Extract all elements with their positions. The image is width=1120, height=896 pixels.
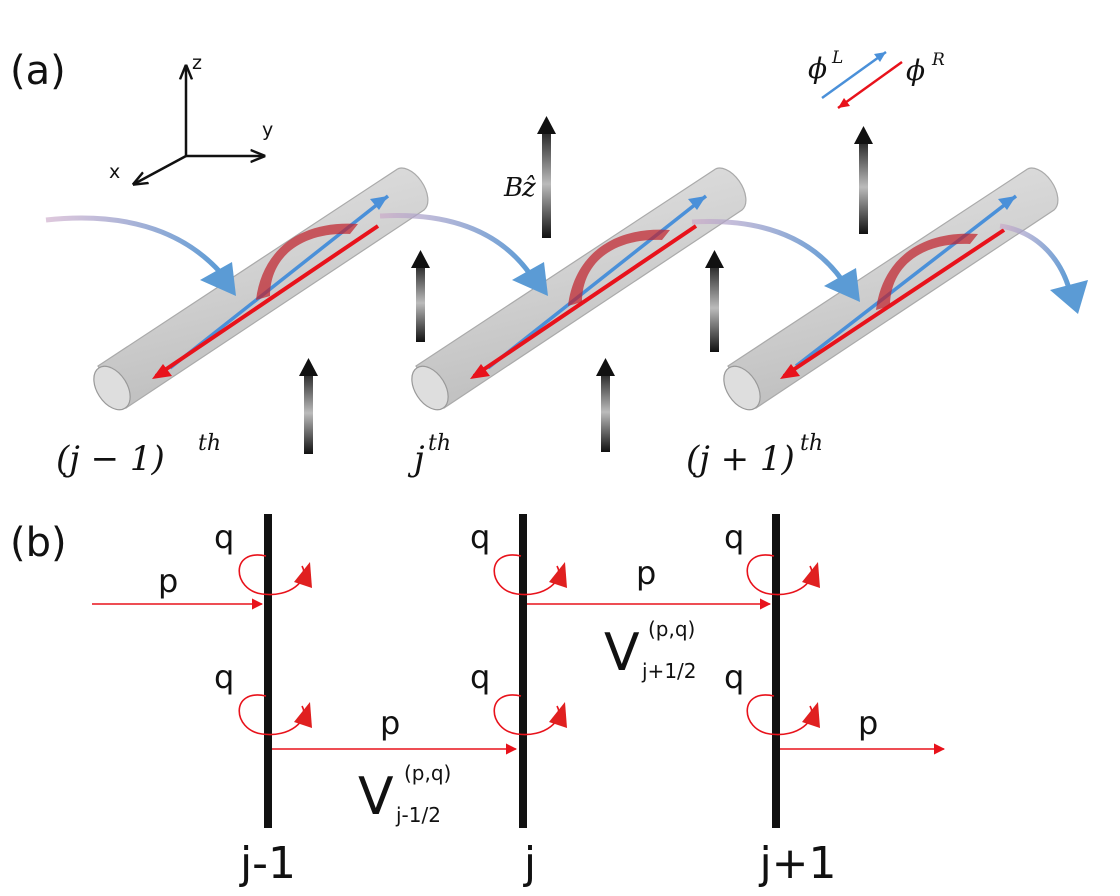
field-arrow-top-left [537,116,556,238]
wire-j [411,167,747,411]
field-arrow-gap-1-lower [299,358,318,454]
p-label: p [858,704,878,742]
hop-arrow-1-to-2-head [512,262,548,296]
right-mover-legend-arrow [837,60,903,110]
p-label: p [380,704,400,742]
field-arrow-gap-2-lower [596,358,615,452]
field-arrow-gap-1-upper [411,250,430,342]
hop-arrow-outgoing [999,223,1073,293]
coupling-V: V [358,767,394,827]
wire-label-j: j [523,838,536,889]
left-mover-head [998,196,1016,210]
left-mover-head [688,196,706,210]
coupling-subscript: j+1/2 [641,659,697,683]
wire-index-labels-b: j-1 j j+1 [239,838,837,889]
right-mover-channel [782,228,1006,378]
p-label: p [636,554,656,592]
left-mover-channel [486,194,708,370]
interwire-hopping-arrows [45,213,1088,314]
left-mover-channel [794,194,1018,368]
phi-left-superscript: L [831,48,843,68]
wire-label-j-minus-1: j-1 [239,838,296,889]
cylinder-end-cap [93,365,131,411]
panel-a-label: (a) [10,48,66,94]
intrawire-scattering-arc [568,229,670,306]
p-arrows [92,598,946,755]
hop-arrow-2-to-3 [691,219,845,282]
intrawire-scattering-arc [876,233,978,310]
chirality-legend: ϕ L ϕ R [808,48,945,110]
wire-label-sup-2: th [428,431,451,456]
wire-label-sup-1: th [198,431,221,456]
z-axis-label: z [192,52,202,74]
q-label: q [470,658,490,696]
wire-label-base-3: (j + 1) [686,439,795,479]
cylinder-end-cap [723,365,761,411]
x-axis [134,154,187,184]
hop-arrow-1-to-2 [379,213,533,276]
field-arrow-top-right [854,126,873,234]
hop-arrow-outgoing-head [1050,280,1088,314]
q-loop-j-1-lower [238,694,312,736]
right-mover-head [780,364,800,379]
left-mover-head [370,196,388,210]
wire-label-j-plus-1: j+1 [758,838,836,889]
field-label-zhat: ẑ [521,173,536,203]
q-loop-j+1-lower [746,694,820,736]
y-axis-label: y [262,119,273,141]
field-arrow-gap-2-upper [705,250,724,352]
q-loop-j-1-upper [238,554,312,596]
right-mover-channel [154,224,380,378]
hop-arrow-2-to-3-head [824,268,860,302]
left-mover-legend-arrow [821,50,887,100]
phi-right-symbol: ϕ [906,54,925,87]
coupling-subscript: j-1/2 [395,803,441,827]
q-loops [238,554,820,736]
wire-label-base-1: (j − 1) [56,439,165,479]
q-label: q [724,658,744,696]
wire-j-plus-1 [723,167,1059,411]
right-mover-head [470,364,490,379]
magnetic-field-arrows [299,116,873,454]
field-label-B: B [503,173,523,203]
wire-label-base-2: j [407,439,425,479]
coupling-label-right: V (p,q) j+1/2 [604,617,697,683]
panel-b-label: (b) [10,520,67,566]
wire-label-sup-3: th [800,431,823,456]
hop-arrow-incoming [45,215,222,274]
wire-j-minus-1 [93,167,429,411]
right-mover-legend-head [838,98,850,108]
x-axis-label: x [109,161,120,183]
intrawire-scattering-arc [256,223,358,300]
q-loop-j+1-upper [746,554,820,596]
phi-right-superscript: R [931,50,945,70]
wire-index-labels-a: (j − 1) th j th (j + 1) th [56,431,823,479]
q-loop-j-lower [493,694,567,736]
coupling-V: V [604,623,640,683]
p-labels: p p p p [158,554,878,742]
coordinate-axes [134,66,264,184]
right-mover-channel [472,224,698,378]
phi-left-symbol: ϕ [808,52,827,85]
right-mover-head [152,364,172,379]
coupling-label-left: V (p,q) j-1/2 [358,761,451,827]
q-label: q [214,658,234,696]
left-mover-legend-head [874,52,886,62]
q-label: q [214,518,234,556]
q-label: q [724,518,744,556]
q-label: q [470,518,490,556]
wire-lines-b [264,514,780,828]
coupling-superscript: (p,q) [648,617,695,641]
hop-arrow-incoming-head [200,262,236,296]
cylinder-end-cap [411,365,449,411]
coupling-superscript: (p,q) [404,761,451,785]
q-labels: q q q q q q [214,518,744,696]
q-loop-j-upper [493,554,567,596]
p-label: p [158,562,178,600]
